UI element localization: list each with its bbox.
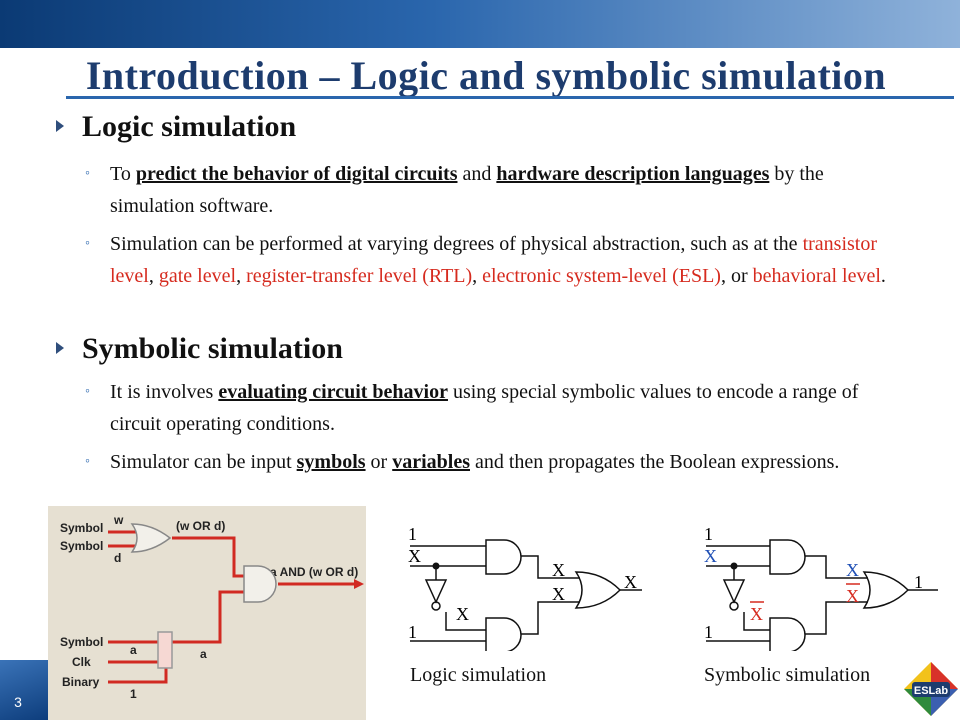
symbolic-input-top: 1 xyxy=(704,526,713,544)
figure-label-a: a xyxy=(130,643,137,657)
logic-simulation-diagram: 1 X X 1 X X X xyxy=(398,526,668,651)
svg-text:ESLab: ESLab xyxy=(914,685,949,697)
bullet-logic-2: ◦ Simulation can be performed at varying… xyxy=(85,228,910,292)
symbolic-or-out: 1 xyxy=(914,572,923,592)
logic-input-x: X xyxy=(408,546,421,566)
figure-label-a: a xyxy=(200,647,207,661)
symbolic-simulation-diagram: 1 X X 1 X X 1 xyxy=(702,526,942,651)
figure-label-symbol: Symbol xyxy=(60,635,103,649)
triangle-bullet-icon xyxy=(56,120,64,133)
figure-label-symbol: Symbol xyxy=(60,539,103,553)
figure-label-w: w xyxy=(113,513,124,527)
symbolic-input-bottom: 1 xyxy=(704,622,713,642)
figure-label-or-out: (w OR d) xyxy=(176,519,225,533)
symbolic-and1-out: X xyxy=(846,560,859,580)
logic-and1-out: X xyxy=(552,560,565,580)
logic-input-top: 1 xyxy=(408,526,417,544)
symbolic-and2-out: X xyxy=(846,586,859,606)
corner-accent xyxy=(0,660,48,720)
figure-label-d: d xyxy=(114,551,121,565)
bullet-logic-1: ◦ To predict the behavior of digital cir… xyxy=(85,158,910,222)
slide-title: Introduction – Logic and symbolic simula… xyxy=(85,53,887,98)
circle-bullet-icon: ◦ xyxy=(85,454,90,469)
logic-input-bottom: 1 xyxy=(408,622,417,642)
title-rule xyxy=(66,96,954,99)
figure-label-and-out: a AND (w OR d) xyxy=(270,565,358,579)
symbolic-input-x: X xyxy=(704,546,717,566)
circle-bullet-icon: ◦ xyxy=(85,166,90,181)
logic-inverter-out: X xyxy=(456,604,469,624)
header-bar xyxy=(0,0,960,48)
symbolic-circuit-figure: Symbol Symbol w d (w OR d) a AND (w OR d… xyxy=(48,506,366,720)
figure-label-clk: Clk xyxy=(72,655,91,669)
logic-and2-out: X xyxy=(552,584,565,604)
logic-simulation-caption: Logic simulation xyxy=(410,664,547,686)
page-number: 3 xyxy=(14,694,22,710)
figure-label-symbol: Symbol xyxy=(60,521,103,535)
symbolic-simulation-caption: Symbolic simulation xyxy=(704,664,871,686)
figure-label-binary: Binary xyxy=(62,675,100,689)
bullet-symbolic-2: ◦ Simulator can be input symbols or vari… xyxy=(85,446,910,478)
bullet-symbolic-1: ◦ It is involves evaluating circuit beha… xyxy=(85,376,910,440)
section-heading-symbolic: Symbolic simulation xyxy=(56,332,343,366)
triangle-bullet-icon xyxy=(56,342,64,355)
circle-bullet-icon: ◦ xyxy=(85,384,90,399)
symbolic-inverter-out: X xyxy=(750,604,763,624)
logic-or-out: X xyxy=(624,572,637,592)
circle-bullet-icon: ◦ xyxy=(85,236,90,251)
eslab-logo: ESLab xyxy=(902,660,960,723)
section-heading-logic: Logic simulation xyxy=(56,110,296,144)
figure-label-one: 1 xyxy=(130,687,137,701)
